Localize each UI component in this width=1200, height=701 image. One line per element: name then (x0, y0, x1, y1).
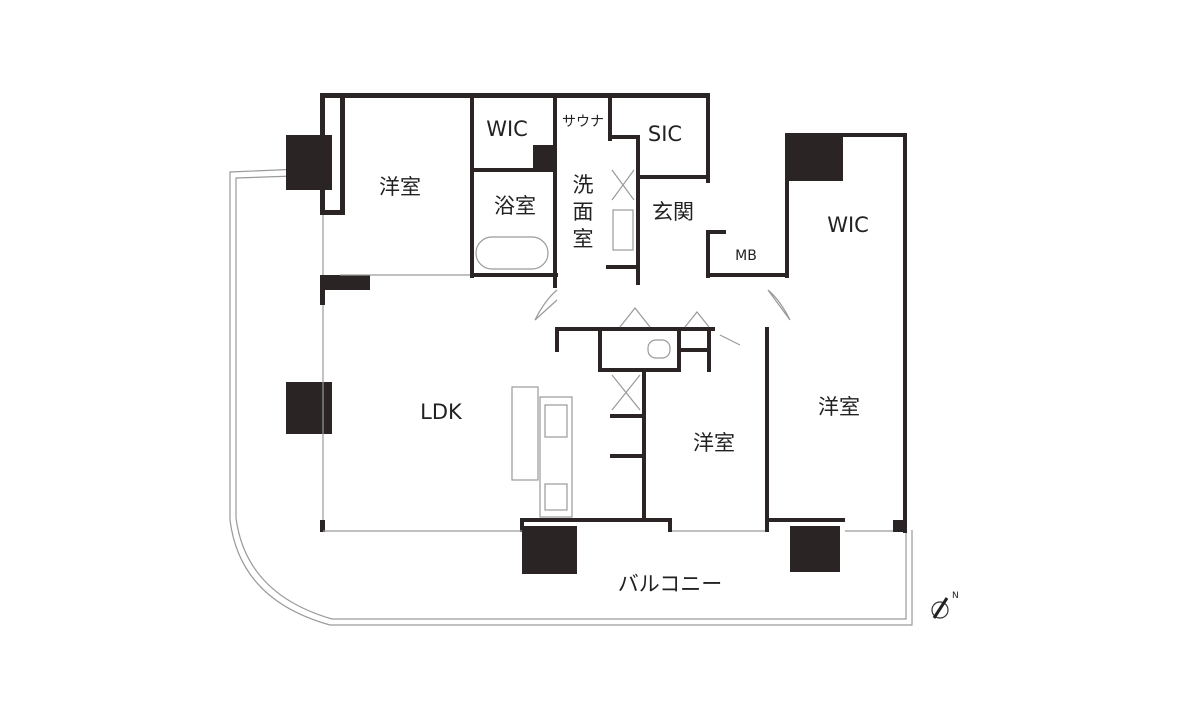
wall (553, 93, 557, 288)
room-label-western-nw: 洋室 (379, 175, 421, 199)
wall (677, 348, 707, 352)
room-label-western-east: 洋室 (818, 395, 860, 419)
room-label-ldk: LDK (420, 400, 463, 424)
column (286, 135, 332, 190)
column (785, 133, 843, 181)
vanity (612, 209, 634, 251)
walls (320, 93, 907, 533)
wall (598, 368, 680, 372)
wall (765, 518, 769, 532)
wall (636, 135, 640, 285)
compass-icon: N (931, 591, 959, 619)
wall (608, 93, 612, 141)
column (790, 526, 840, 572)
wall (320, 93, 325, 215)
room-label-wic-east: WIC (827, 213, 869, 237)
wall (707, 327, 711, 372)
wall (606, 265, 640, 269)
room-label-wic-north: WIC (486, 117, 528, 141)
wall (903, 133, 907, 533)
room-label-sauna: サウナ (562, 114, 604, 130)
wall (785, 133, 907, 137)
kitchen-counter (539, 396, 573, 518)
wall (765, 518, 845, 522)
kitchen-island (511, 386, 539, 481)
compass-north-label: N (952, 591, 959, 601)
room-label-western-center: 洋室 (693, 431, 735, 455)
column (522, 526, 577, 574)
wall (893, 520, 907, 532)
wall (320, 210, 345, 215)
wall (706, 273, 788, 277)
storage-marks (611, 169, 641, 411)
wall (642, 370, 646, 522)
wall (608, 135, 640, 139)
wall (320, 275, 370, 290)
wall (640, 175, 708, 179)
room-label-washroom: 室 (573, 227, 594, 251)
wall (706, 230, 726, 234)
wall (610, 414, 644, 418)
sink (544, 404, 568, 438)
wall (520, 518, 672, 522)
wall (533, 145, 555, 170)
wall (470, 168, 555, 172)
balcony-inner-outline (235, 174, 907, 620)
wall (706, 93, 710, 183)
wall (470, 273, 558, 277)
door-swings (534, 289, 791, 346)
room-label-mb: MB (735, 248, 757, 264)
wall (320, 520, 325, 532)
toilet (647, 339, 671, 359)
fixtures (475, 169, 791, 518)
room-label-balcony: バルコニー (618, 572, 723, 596)
bathtub (475, 236, 549, 270)
wall (598, 327, 602, 372)
wall (668, 518, 672, 532)
room-label-sic: SIC (648, 122, 682, 146)
wall (320, 93, 710, 98)
windows (322, 215, 893, 532)
wall (520, 518, 524, 532)
structural-columns (286, 133, 843, 574)
cooktop (544, 483, 568, 511)
wall (765, 327, 769, 527)
wall (706, 230, 710, 278)
room-label-entrance: 玄関 (652, 200, 694, 224)
wall (470, 93, 474, 278)
column (286, 382, 332, 434)
room-label-washroom: 洗 (573, 173, 594, 197)
wall (555, 327, 559, 352)
balcony-outline (229, 167, 913, 626)
wall (785, 133, 789, 278)
wall (340, 93, 345, 215)
wall (610, 454, 644, 458)
room-label-washroom: 面 (573, 200, 594, 224)
room-label-bathroom: 浴室 (494, 194, 536, 218)
wall (555, 327, 715, 331)
